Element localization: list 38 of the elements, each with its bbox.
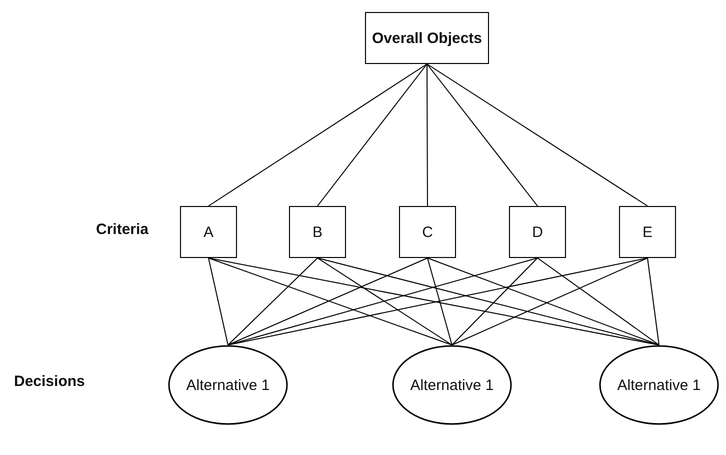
criterion-box: [180, 206, 237, 258]
connector-line: [452, 258, 538, 346]
connector-line: [647, 258, 660, 346]
node-label: A: [203, 224, 214, 240]
node-label: E: [642, 224, 652, 240]
connector-line: [317, 258, 452, 346]
connector-line: [537, 258, 660, 346]
decision-ellipse: [392, 345, 512, 425]
row-label: Criteria: [96, 221, 149, 238]
criterion-box: [289, 206, 346, 258]
connector-line: [208, 64, 428, 206]
criterion-box: [619, 206, 676, 258]
connector-line: [427, 258, 660, 346]
criterion-box: [509, 206, 566, 258]
connector-line: [208, 258, 228, 346]
node-label: D: [532, 224, 543, 240]
connector-line: [228, 258, 538, 346]
connector-line: [317, 64, 428, 206]
connector-line: [426, 64, 428, 206]
connector-line: [228, 258, 318, 346]
criterion-box: [365, 12, 489, 64]
connector-line: [427, 258, 452, 346]
connector-line: [208, 258, 452, 346]
connector-line: [228, 258, 428, 346]
node-label: C: [422, 224, 433, 240]
connector-line: [452, 258, 648, 346]
connector-line: [426, 64, 648, 206]
decision-ellipse: [599, 345, 719, 425]
node-label: B: [312, 224, 322, 240]
decision-ellipse: [168, 345, 288, 425]
row-label: Decisions: [14, 373, 85, 390]
node-label: Overall Objects: [372, 30, 482, 46]
node-label: Alternative 1: [410, 376, 494, 394]
node-label: Alternative 1: [617, 376, 701, 394]
connector-line: [317, 258, 660, 346]
connector-line: [426, 64, 538, 206]
node-label: Alternative 1: [186, 376, 270, 394]
criterion-box: [399, 206, 456, 258]
